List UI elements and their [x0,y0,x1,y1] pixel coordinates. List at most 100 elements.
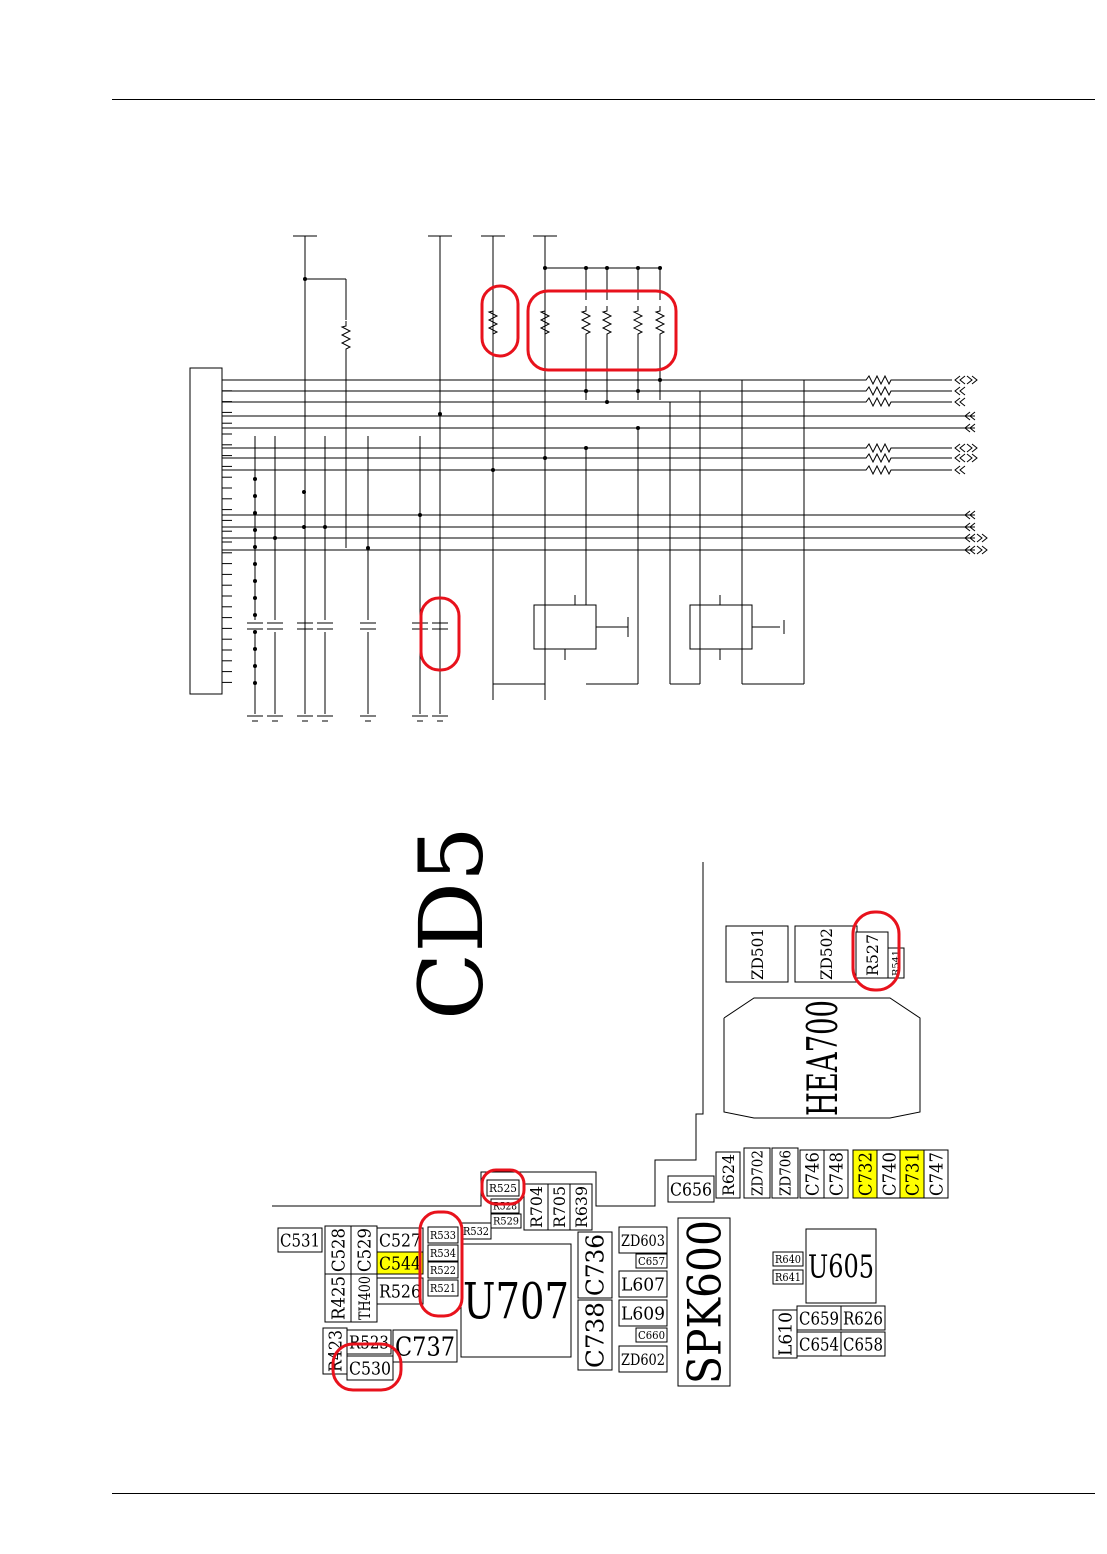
connector-arrow [971,375,978,385]
junction-dot [273,536,277,540]
component-label: R541 [892,950,902,976]
component-body [324,1225,352,1275]
hea700-outline [723,997,921,1119]
component-c738: C738 [577,1299,613,1371]
component-body [618,1345,668,1373]
connector-arrow [964,510,971,520]
junction-dot [253,562,257,566]
component-body [799,1149,825,1199]
junction-dot [253,647,257,651]
component-label: C527 [379,1230,421,1251]
component-r521: R521 [427,1279,459,1297]
connector-arrow [954,465,961,475]
component-label: R526 [379,1281,421,1302]
connector-arrow [981,533,988,543]
header-rule [112,99,1095,100]
resistor-horizontal [860,385,897,397]
ic-block-right [689,604,753,650]
component-r525: R525 [486,1179,520,1197]
component-l609: L609 [618,1299,668,1327]
pcb-highlight-rings [331,910,901,1392]
component-body [486,1179,520,1197]
component-c527: C527 [376,1227,424,1253]
schematic-grounds [247,715,448,722]
component-r532: R532 [460,1222,492,1240]
junction-dot [303,277,307,281]
component-label: C748 [826,1152,847,1196]
component-r522: R522 [427,1261,459,1279]
component-label: R704 [527,1186,546,1228]
schematic-wires [189,235,975,714]
component-body [794,925,858,983]
component-label: C529 [354,1228,375,1272]
connector-arrow [964,411,971,421]
connector-arrow [969,545,976,555]
component-label: C528 [328,1228,349,1272]
component-c544: C544 [376,1251,424,1275]
component-label: C740 [879,1152,900,1196]
junction-dot [438,412,442,416]
component-c530: C530 [346,1355,394,1381]
component-r423: R423 [322,1327,348,1375]
component-label: R705 [550,1186,569,1228]
junction-dot [253,630,257,634]
component-zd603: ZD603 [618,1226,668,1254]
connector-arrow [964,423,971,433]
footer-rule [112,1493,1095,1494]
component-body [346,1329,392,1355]
resistor-horizontal [860,464,897,476]
highlight-ring [480,1168,526,1206]
component-label: C530 [349,1358,391,1379]
component-label: ZD501 [748,928,767,980]
junction-dot [543,266,547,270]
component-body [805,1228,877,1304]
junction-dot [253,477,257,481]
connector-arrow [964,545,971,555]
resistor-vertical [340,321,352,353]
component-label: R522 [430,1264,456,1277]
component-body [376,1251,424,1275]
component-label: SPK600 [678,1220,732,1384]
component-r541: R541 [887,947,905,979]
component-label: C658 [843,1334,883,1355]
connector-arrow [966,375,973,385]
component-body [427,1279,459,1297]
connector-arrow [964,533,971,543]
junction-dot [302,525,306,529]
connector-arrow [954,375,961,385]
component-c531: C531 [277,1227,323,1253]
component-label: C747 [926,1152,947,1196]
component-spk600: SPK600 [677,1217,732,1387]
component-c659: C659 [796,1305,842,1331]
component-zd502: ZD502 [794,925,858,983]
connector-arrow [959,465,966,475]
component-body [376,1227,424,1253]
component-c731: C731 [899,1149,925,1199]
component-label: R527 [863,934,882,976]
component-label: R641 [775,1271,801,1284]
component-c529: C529 [350,1225,378,1275]
component-body [322,1327,348,1375]
component-label: ZD706 [776,1150,794,1196]
component-body [460,1243,572,1358]
connector-arrow [954,443,961,453]
component-body [796,1305,842,1331]
component-r425: R425 [324,1273,352,1323]
component-body [376,1277,424,1305]
component-label: C731 [902,1152,923,1196]
junction-dot [253,545,257,549]
component-c748: C748 [823,1149,849,1199]
junction-dot [323,525,327,529]
resistor-horizontal [860,452,897,464]
component-u605: U605 [805,1228,877,1304]
junction-dot [418,513,422,517]
component-r705: R705 [547,1183,571,1231]
component-r528: R528 [490,1198,520,1214]
resistor-horizontal [860,374,897,386]
component-body [743,1147,771,1199]
component-c528: C528 [324,1225,352,1275]
junction-dot [253,664,257,668]
component-label: ZD702 [748,1150,766,1196]
component-label: C544 [379,1253,421,1274]
component-body [677,1217,731,1387]
